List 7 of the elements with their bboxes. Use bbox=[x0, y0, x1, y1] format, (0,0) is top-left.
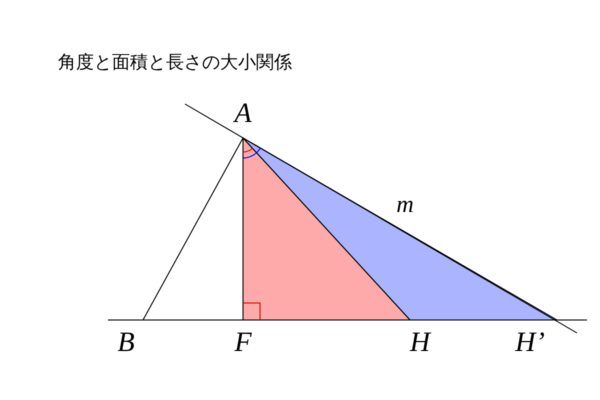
title: 角度と面積と長さの大小関係 bbox=[58, 51, 292, 74]
point-label: H bbox=[410, 329, 430, 357]
line-label: m bbox=[396, 193, 414, 217]
point-label: A bbox=[234, 100, 252, 128]
point-label: H’ bbox=[515, 329, 545, 357]
point-label: B bbox=[117, 329, 135, 357]
point-label: F bbox=[234, 329, 252, 357]
